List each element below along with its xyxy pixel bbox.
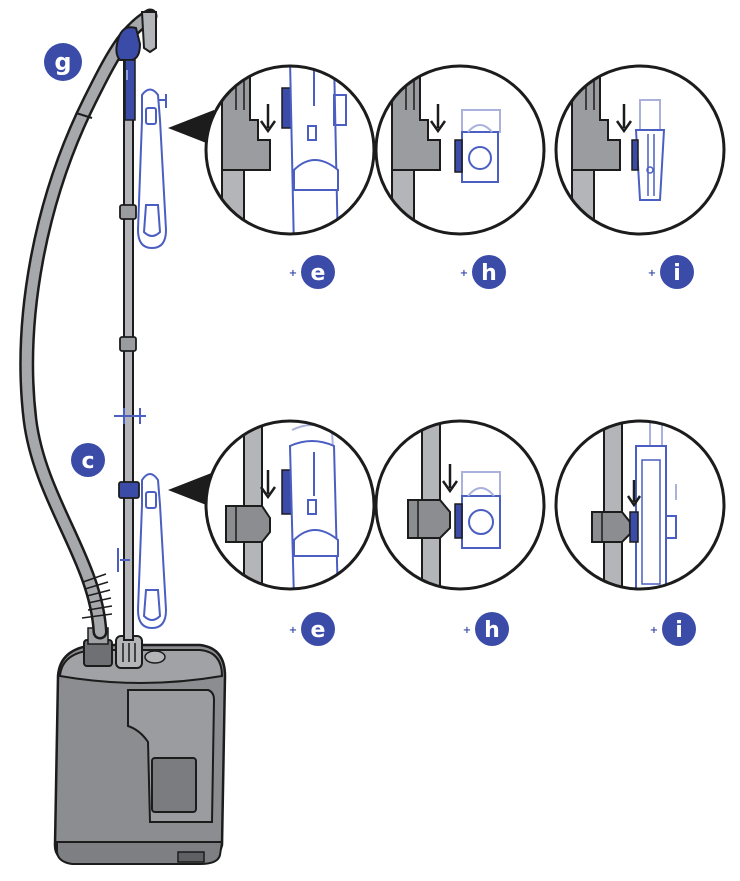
svg-text:+: + xyxy=(463,625,471,636)
svg-text:+: + xyxy=(648,268,656,279)
bottom-hanger xyxy=(114,408,168,630)
svg-text:+: + xyxy=(289,268,297,279)
svg-text:+: + xyxy=(289,625,297,636)
label-bottom-i-letter: i xyxy=(675,618,683,643)
top-hanger xyxy=(136,88,168,250)
detail-top-square xyxy=(374,64,546,236)
detail-bottom-square xyxy=(374,419,546,591)
pole-clip xyxy=(118,481,140,499)
label-top-i: + i xyxy=(648,255,694,289)
label-top-e-letter: e xyxy=(311,261,326,286)
label-top-h: + h xyxy=(460,255,506,289)
bottom-pointer xyxy=(168,472,214,508)
steamer-unit xyxy=(19,8,227,865)
label-bottom-e-letter: e xyxy=(311,618,326,643)
callout-c: c xyxy=(71,443,105,477)
label-bottom-e: + e xyxy=(289,612,335,646)
detail-top-hanger xyxy=(204,64,376,236)
callout-g-letter: g xyxy=(54,48,71,76)
label-top-i-letter: i xyxy=(673,261,681,286)
label-top-e: + e xyxy=(289,255,335,289)
callout-c-letter: c xyxy=(81,449,94,474)
svg-text:+: + xyxy=(460,268,468,279)
label-top-h-letter: h xyxy=(481,261,497,286)
steam-head xyxy=(115,26,142,61)
hose-ribbing xyxy=(81,573,113,619)
label-bottom-h: + h xyxy=(463,612,509,646)
svg-text:+: + xyxy=(650,625,658,636)
tank-cap xyxy=(144,650,166,664)
label-bottom-i: + i xyxy=(650,612,696,646)
callout-g: g xyxy=(44,43,82,81)
detail-bottom-board xyxy=(554,419,726,591)
detail-bottom-hanger xyxy=(204,419,376,591)
detail-top-slim xyxy=(554,64,726,236)
water-window xyxy=(151,757,197,813)
tank-foot xyxy=(177,851,205,863)
label-bottom-h-letter: h xyxy=(484,618,500,643)
top-pointer xyxy=(168,110,214,146)
pole-hook xyxy=(140,11,157,54)
